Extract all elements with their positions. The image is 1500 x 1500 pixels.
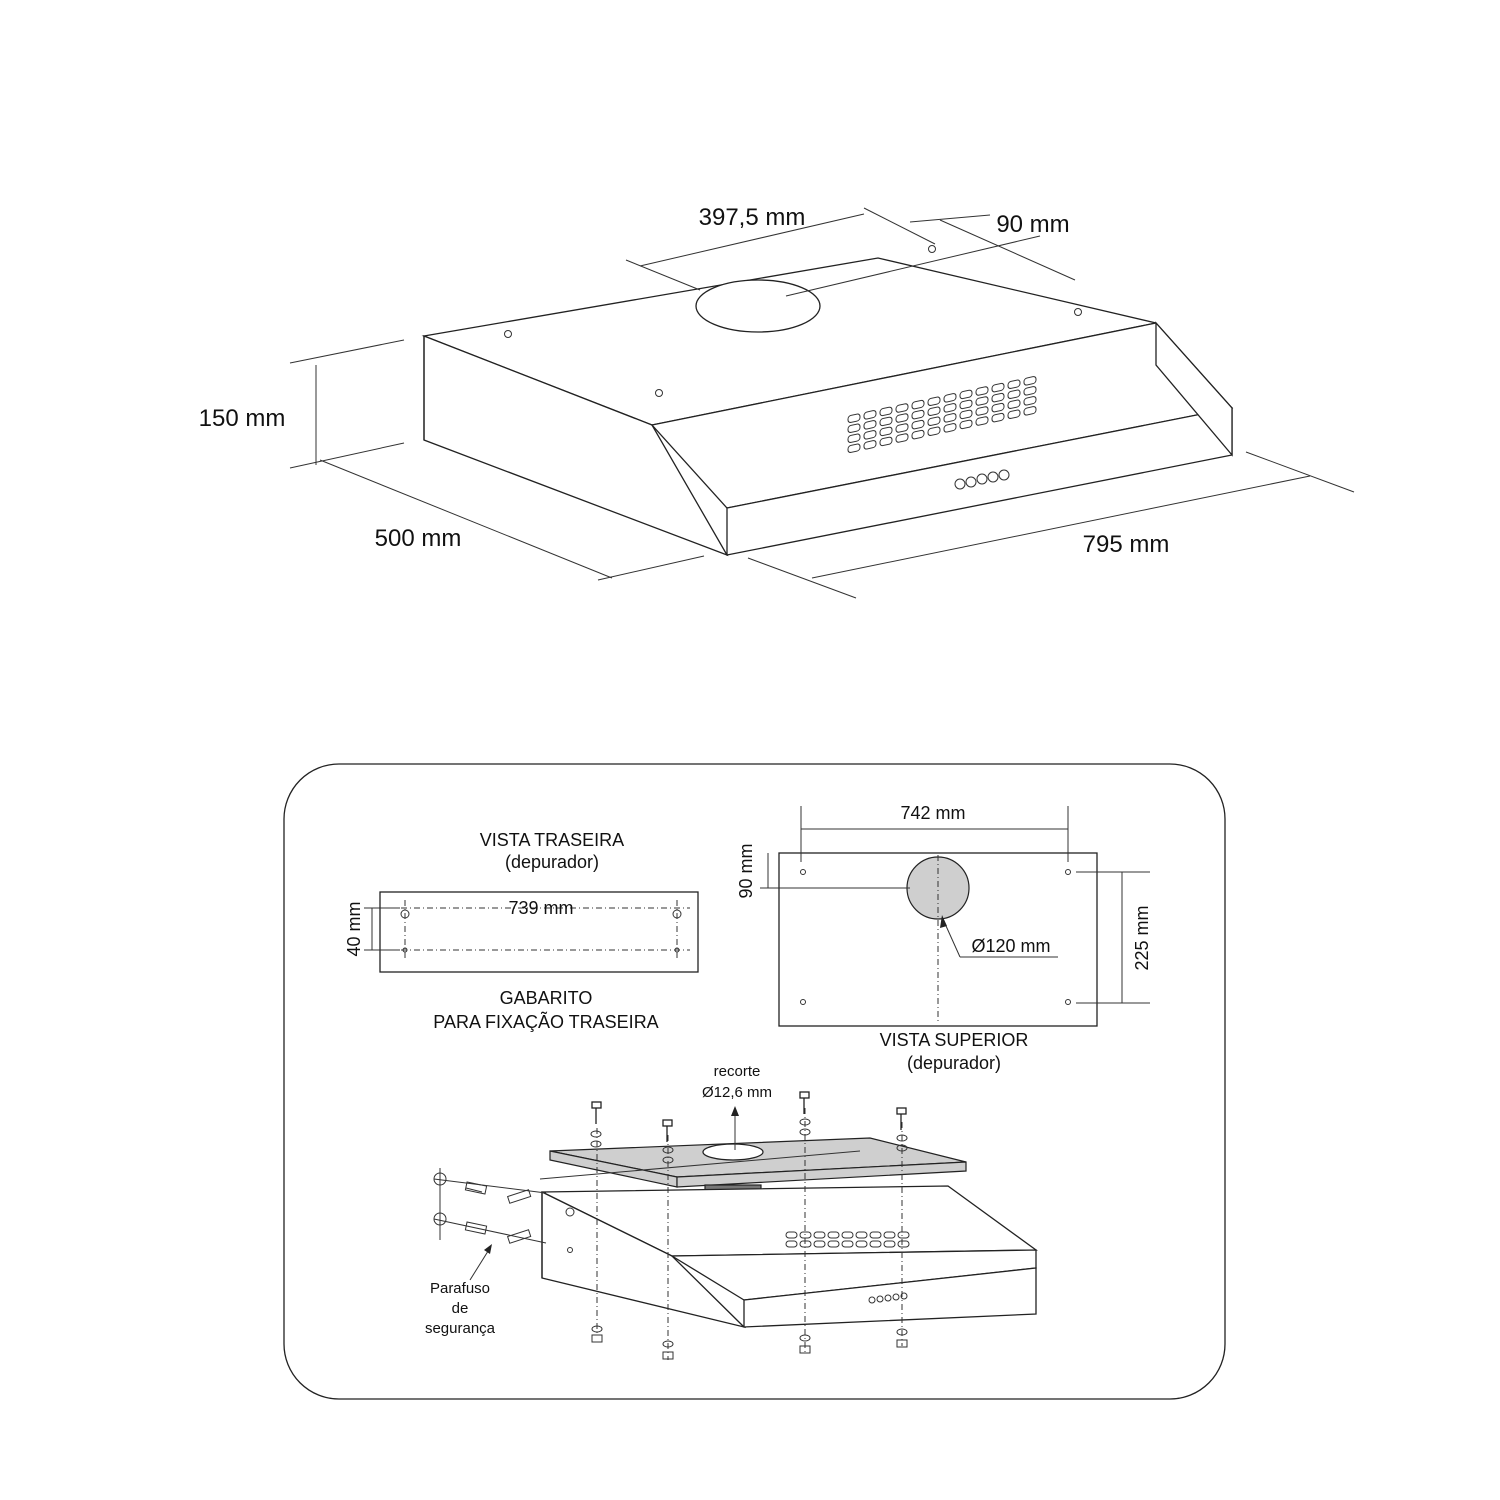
dim-width: 795 mm [1083, 531, 1170, 558]
mount-hole [928, 245, 936, 253]
dim-duct-offset: 397,5 mm [699, 204, 806, 231]
top-view-subtitle: (depurador) [907, 1053, 1001, 1073]
dim-duct-depth: 90 mm [996, 211, 1069, 238]
rear-view-subtitle: (depurador) [505, 852, 599, 872]
hood-isometric [289, 207, 1355, 599]
screw-label-2: de [452, 1300, 469, 1317]
mount-hole [655, 389, 663, 397]
screw-label-3: segurança [425, 1320, 496, 1337]
top-depth-dim: 225 mm [1132, 905, 1152, 970]
mount-hole [504, 330, 512, 338]
hood-right-face [1155, 321, 1233, 457]
rear-vertical-dim: 40 mm [344, 901, 364, 956]
mount-hole [1074, 308, 1082, 316]
assembly-view [433, 1091, 1038, 1360]
template-subtitle: PARA FIXAÇÃO TRASEIRA [433, 1011, 658, 1032]
dim-height: 150 mm [199, 405, 286, 432]
top-view [760, 806, 1150, 1027]
top-view-title: VISTA SUPERIOR [880, 1030, 1029, 1050]
top-vertical-dim: 90 mm [736, 843, 756, 898]
duct-outlet [695, 279, 821, 333]
screw-label-1: Parafuso [430, 1280, 490, 1297]
cutout-label: recorte [714, 1063, 761, 1080]
outlet-diameter: Ø120 mm [971, 936, 1050, 956]
vent-grille [847, 376, 1037, 454]
cutout-diameter: Ø12,6 mm [702, 1084, 772, 1101]
control-buttons [954, 469, 1010, 490]
rear-view [364, 891, 699, 973]
template-title: GABARITO [500, 988, 593, 1008]
installation-panel [283, 763, 1226, 1400]
dim-depth: 500 mm [375, 525, 462, 552]
rear-view-title: VISTA TRASEIRA [480, 830, 624, 850]
top-hole-spacing: 742 mm [900, 803, 965, 823]
rear-hole-spacing: 739 mm [508, 898, 573, 918]
